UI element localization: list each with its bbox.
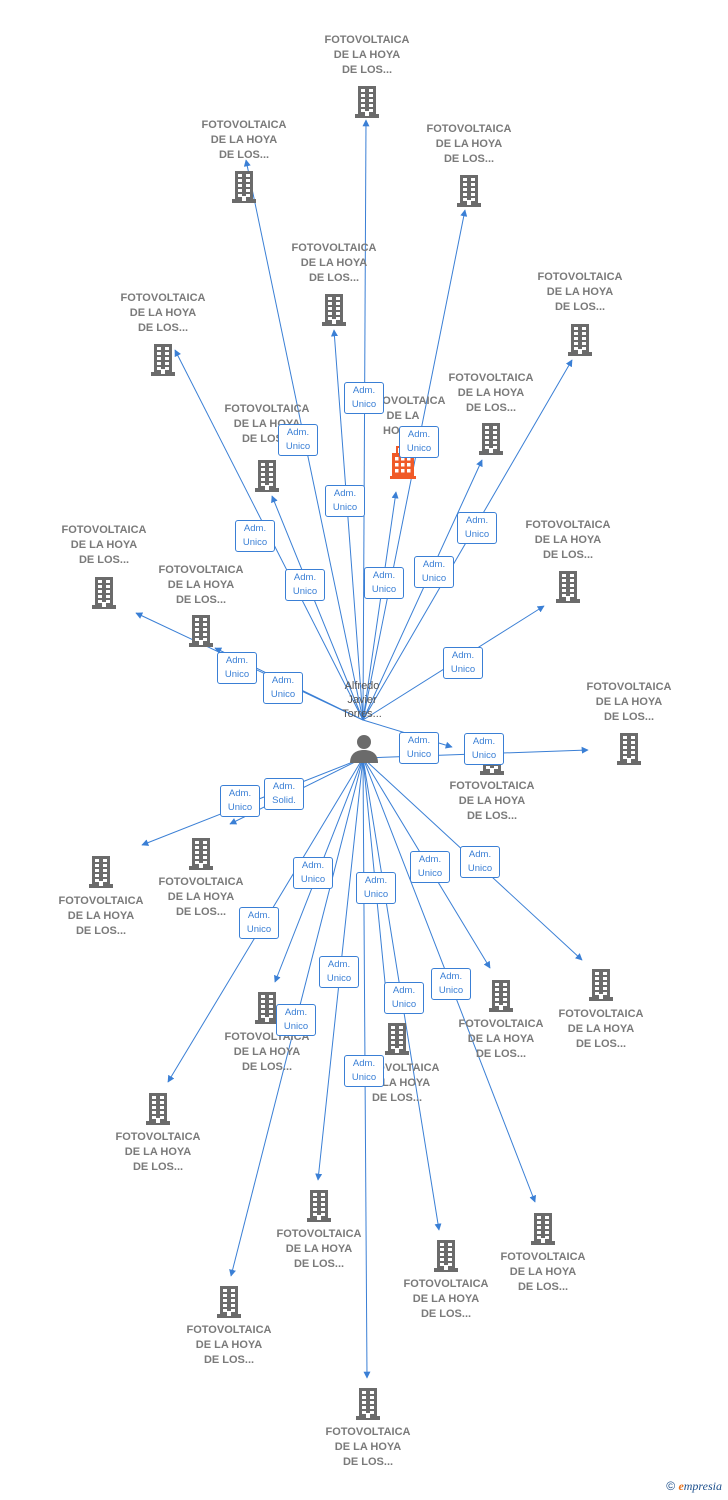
company-building-icon[interactable]: [252, 458, 282, 492]
company-building-icon[interactable]: [186, 613, 216, 647]
company-building-icon[interactable]: [214, 1284, 244, 1318]
company-building-icon[interactable]: [86, 854, 116, 888]
relation-role-badge[interactable]: Adm. Unico: [414, 556, 454, 588]
company-building-icon[interactable]: [89, 575, 119, 609]
company-label[interactable]: FOTOVOLTAICA DE LA HOYA DE LOS...: [186, 1324, 272, 1366]
relation-role-badge[interactable]: Adm. Unico: [220, 785, 260, 817]
company-building-icon[interactable]: [454, 173, 484, 207]
company-label[interactable]: FOTOVOLTAICA DE LA HOYA DE LOS...: [291, 242, 377, 284]
company-label[interactable]: FOTOVOLTAICA DE LA HOYA DE LOS...: [537, 271, 623, 313]
company-label[interactable]: FOTOVOLTAICA DE LA HOYA DE LOS...: [224, 1031, 310, 1073]
company-building-icon[interactable]: [431, 1238, 461, 1272]
company-label[interactable]: FOTOVOLTAICA DE LA HOYA DE LOS...: [158, 564, 244, 606]
relation-role-badge[interactable]: Adm. Unico: [384, 982, 424, 1014]
company-label[interactable]: FOTOVOLTAICA DE LA HOYA DE LOS...: [500, 1251, 586, 1293]
relation-role-badge[interactable]: Adm. Unico: [443, 647, 483, 679]
company-building-icon[interactable]: [353, 1386, 383, 1420]
company-label[interactable]: FOTOVOLTAICA DE LA HOYA DE LOS...: [426, 123, 512, 165]
relation-role-badge[interactable]: Adm. Unico: [293, 857, 333, 889]
company-building-icon[interactable]: [352, 84, 382, 118]
company-label[interactable]: FOTOVOLTAICA DE LA HOYA DE LOS...: [120, 292, 206, 334]
relation-role-badge[interactable]: Adm. Unico: [285, 569, 325, 601]
company-building-icon[interactable]: [186, 836, 216, 870]
relation-role-badge[interactable]: Adm. Unico: [364, 567, 404, 599]
company-label[interactable]: FOTOVOLTAICA DE LA HOYA DE LOS...: [449, 780, 535, 822]
company-building-icon[interactable]: [319, 292, 349, 326]
company-label[interactable]: FOTOVOLTAICA DE LA HOYA DE LOS...: [586, 681, 672, 723]
company-label[interactable]: FOTOVOLTAICA DE LA HOYA DE LOS...: [61, 524, 147, 566]
relation-role-badge[interactable]: Adm. Unico: [325, 485, 365, 517]
copyright-symbol: ©: [666, 1479, 676, 1493]
company-label[interactable]: FOTOVOLTAICA DE LA HOYA DE LOS...: [458, 1018, 544, 1060]
relation-role-badge[interactable]: Adm. Unico: [217, 652, 257, 684]
company-label[interactable]: FOTOVOLTAICA DE LA HOYA DE LOS...: [558, 1008, 644, 1050]
company-building-icon[interactable]: [229, 169, 259, 203]
company-building-icon[interactable]: [528, 1211, 558, 1245]
company-label[interactable]: FOTOVOLTAICA DE LA HOYA DE LOS...: [448, 372, 534, 414]
relation-role-badge[interactable]: Adm. Unico: [239, 907, 279, 939]
relation-role-badge[interactable]: Adm. Unico: [460, 846, 500, 878]
company-label[interactable]: FOTOVOLTAICA DE LA HOYA DE LOS...: [201, 119, 287, 161]
relation-edge: [330, 329, 364, 721]
relation-role-badge[interactable]: Adm. Unico: [263, 672, 303, 704]
company-label[interactable]: FOTOVOLTAICA DE LA HOYA DE LOS...: [58, 895, 144, 937]
relation-edge: [362, 459, 483, 721]
relation-role-badge[interactable]: Adm. Unico: [431, 968, 471, 1000]
relation-edge: [271, 495, 364, 721]
company-label[interactable]: FOTOVOLTAICA DE LA HOYA DE LOS...: [276, 1228, 362, 1270]
relation-role-badge[interactable]: Adm. Unico: [356, 872, 396, 904]
company-building-icon[interactable]: [252, 990, 282, 1024]
company-label[interactable]: FOTOVOLTAICA DE LA HOYA DE LOS...: [115, 1131, 201, 1173]
footer-brand[interactable]: © empresia: [666, 1479, 722, 1494]
relation-role-badge[interactable]: Adm. Unico: [344, 1055, 384, 1087]
relation-edge: [362, 119, 370, 721]
relation-role-badge[interactable]: Adm. Unico: [410, 851, 450, 883]
relation-role-badge[interactable]: Adm. Unico: [399, 732, 439, 764]
company-label[interactable]: FOTOVOLTAICA DE LA HOYA DE LOS...: [325, 1426, 411, 1468]
company-label[interactable]: FOTOVOLTAICA DE LA HOYA DE LOS...: [403, 1278, 489, 1320]
company-label[interactable]: FOTOVOLTAICA DE LA HOYA DE LOS...: [158, 876, 244, 918]
relation-role-badge[interactable]: Adm. Unico: [278, 424, 318, 456]
company-building-icon[interactable]: [476, 421, 506, 455]
company-label[interactable]: FOTOVOLTAICA DE LA HOYA DE LOS...: [525, 519, 611, 561]
relation-role-badge[interactable]: Adm. Unico: [457, 512, 497, 544]
company-label[interactable]: FOTOVOLTAICA DE LA HOYA DE LOS...: [324, 34, 410, 76]
company-building-icon[interactable]: [553, 569, 583, 603]
company-building-icon[interactable]: [486, 978, 516, 1012]
company-building-icon[interactable]: [304, 1188, 334, 1222]
relation-edge: [362, 491, 399, 721]
brand-name: mpresia: [683, 1479, 722, 1493]
relation-role-badge[interactable]: Adm. Solid.: [264, 778, 304, 810]
company-building-icon[interactable]: [143, 1091, 173, 1125]
relation-role-badge[interactable]: Adm. Unico: [399, 426, 439, 458]
company-building-icon[interactable]: [614, 731, 644, 765]
company-building-icon[interactable]: [565, 322, 595, 356]
company-building-icon[interactable]: [148, 342, 178, 376]
company-building-icon[interactable]: [382, 1021, 412, 1055]
brand-initial: e: [678, 1479, 684, 1493]
relation-role-badge[interactable]: Adm. Unico: [464, 733, 504, 765]
person-icon[interactable]: [349, 733, 379, 763]
relation-role-badge[interactable]: Adm. Unico: [344, 382, 384, 414]
person-name[interactable]: Alfredo Javier Torres...: [342, 680, 382, 720]
relation-role-badge[interactable]: Adm. Unico: [319, 956, 359, 988]
relation-role-badge[interactable]: Adm. Unico: [276, 1004, 316, 1036]
company-building-icon[interactable]: [586, 967, 616, 1001]
relation-role-badge[interactable]: Adm. Unico: [235, 520, 275, 552]
